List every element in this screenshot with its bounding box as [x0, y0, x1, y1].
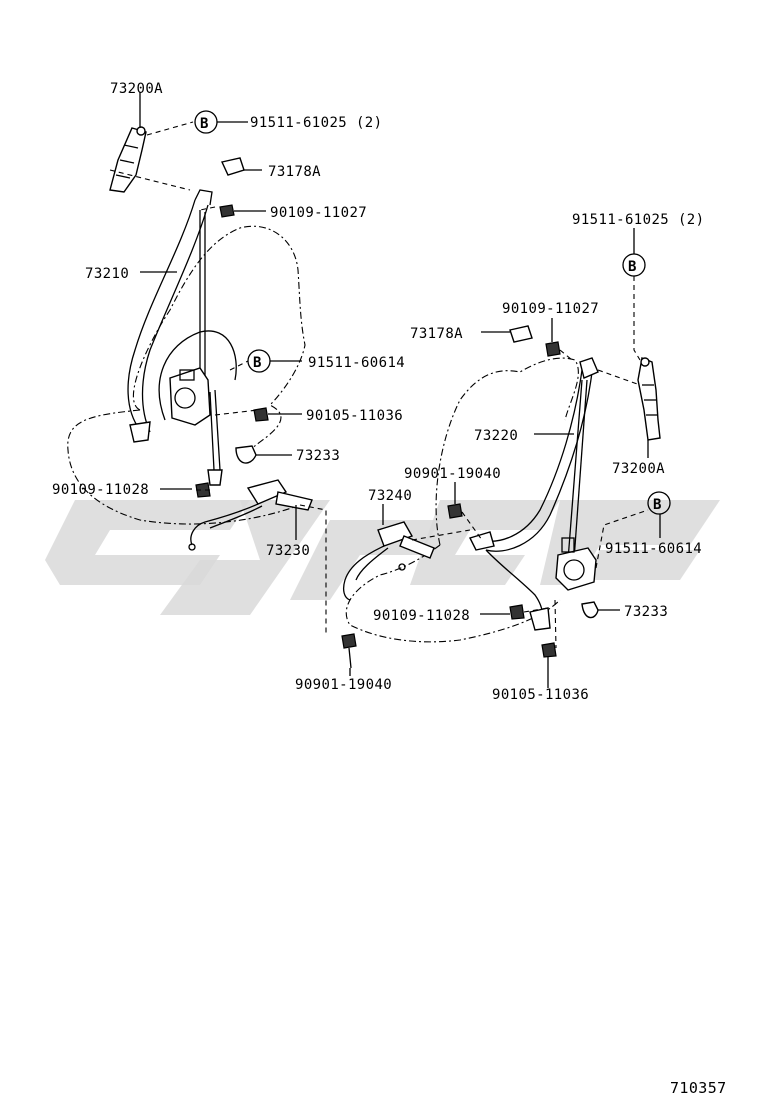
right-lower-anchor: [529, 607, 551, 631]
left-bolt-90109-11028: [195, 482, 211, 498]
label-l-91511-60614: 91511-60614: [308, 355, 405, 371]
label-l-73178a: 73178A: [268, 164, 321, 180]
left-retractor: [169, 367, 211, 426]
left-clip-73233: [235, 445, 257, 464]
right-retractor: [555, 537, 597, 591]
label-r-73220: 73220: [474, 428, 518, 444]
right-seat-outline: [345, 357, 579, 643]
left-shoulder-anchor-73200a: [109, 126, 147, 193]
right-ref-b-top-letter: B: [628, 259, 636, 275]
label-r-91511-60614: 91511-60614: [605, 541, 702, 557]
right-bolt-90105-11036: [541, 642, 557, 658]
label-r-90901-19040: 90901-19040: [404, 466, 501, 482]
label-r-91511-61025: 91511-61025 (2): [572, 212, 704, 228]
label-l-73210: 73210: [85, 266, 129, 282]
right-bolt-90109-11028: [509, 604, 525, 620]
right-ref-b-mid-letter: B: [653, 497, 661, 513]
right-bolt-90109-11027: [545, 341, 561, 357]
diagram-id: 710357: [670, 1079, 727, 1097]
left-belt-webbing-73210: [127, 189, 237, 486]
left-ref-b-mid-letter: B: [253, 355, 261, 371]
left-dashes: [109, 121, 327, 636]
label-l-90901-19040: 90901-19040: [295, 677, 392, 693]
label-l-90109-11028: 90109-11028: [52, 482, 149, 498]
label-l-91511-61025: 91511-61025 (2): [250, 115, 382, 131]
right-floor-plate: [469, 531, 495, 551]
label-r-73178a: 73178A: [410, 326, 463, 342]
right-dashes: [411, 276, 649, 649]
right-buckle-73240: [343, 521, 435, 601]
right-clip-73233: [581, 601, 599, 619]
label-r-90109-11027: 90109-11027: [502, 301, 599, 317]
label-l-73230: 73230: [266, 543, 310, 559]
left-bolt-90105-11036: [253, 407, 269, 422]
right-bolt-90901-19040: [447, 503, 463, 519]
label-r-73200a: 73200A: [612, 461, 665, 477]
left-ref-b-top-letter: B: [200, 116, 208, 132]
left-lower-anchor: [129, 421, 151, 443]
right-leaders: [382, 228, 661, 688]
right-belt-webbing-73220: [479, 357, 599, 626]
label-l-90109-11027: 90109-11027: [270, 205, 367, 221]
right-cover-73178a: [509, 325, 533, 343]
left-cover-73178a: [221, 157, 245, 176]
left-seat-outline: [67, 225, 306, 525]
left-bolt-90901-19040: [341, 633, 357, 669]
left-leaders: [139, 92, 351, 676]
label-r-90109-11028: 90109-11028: [373, 608, 470, 624]
label-l-73200a: 73200A: [110, 81, 163, 97]
right-ref-b-mid: [647, 491, 671, 515]
label-r-73240: 73240: [368, 488, 412, 504]
label-r-90105-11036: 90105-11036: [492, 687, 589, 703]
label-l-90105-11036: 90105-11036: [306, 408, 403, 424]
label-l-73233: 73233: [296, 448, 340, 464]
label-r-73233: 73233: [624, 604, 668, 620]
left-bolt-90109-11027: [219, 204, 240, 218]
right-shoulder-anchor-73200a: [637, 357, 661, 441]
